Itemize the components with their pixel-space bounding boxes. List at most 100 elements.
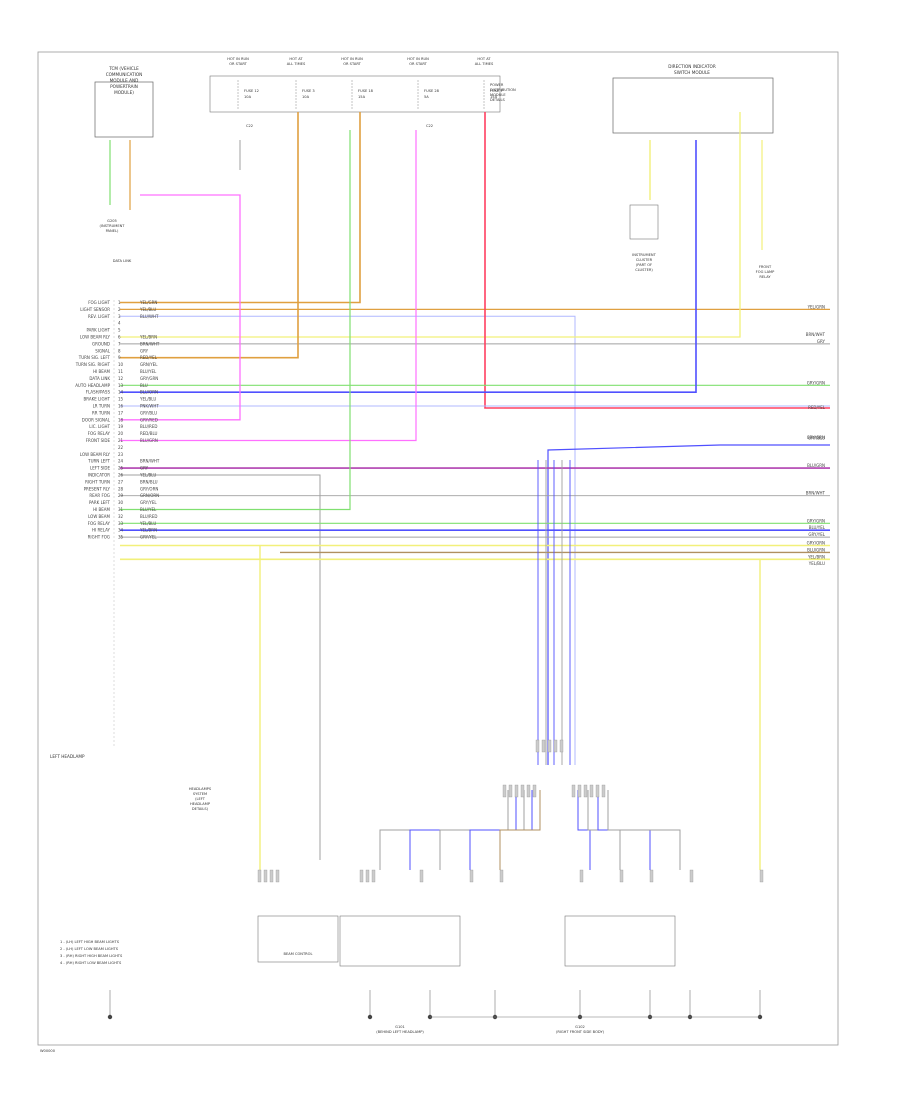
wires xyxy=(107,112,830,1020)
conn-pin-num-16: 17 xyxy=(118,410,124,415)
fuse-amp-0: 10A xyxy=(244,95,252,99)
conn-pin-label-31: LOW BEAM xyxy=(88,514,110,519)
conn-block-beam-3 xyxy=(275,869,280,883)
conn-pin-num-9: 10 xyxy=(118,362,124,367)
wire-orange-turn xyxy=(120,112,299,359)
right-label-11: GRY/YEL xyxy=(808,532,825,537)
conn-block-left-5 xyxy=(532,784,537,798)
conn-block-left-0 xyxy=(502,784,507,798)
fuse-note-4-1: DISTRIBUTION xyxy=(490,88,516,92)
conn-pin-num-2: 3 xyxy=(118,314,121,319)
wire-right-drop-3 xyxy=(607,790,681,870)
conn-pin-label-11: DATA LINK xyxy=(89,376,110,381)
wire-blue-data xyxy=(120,140,697,394)
right-label-14: YEL/BRN xyxy=(807,554,825,559)
conn-pin-label-0: FOG LIGHT xyxy=(88,300,110,305)
svg-text:(LEFT: (LEFT xyxy=(195,797,206,801)
right-label-8: BRN/WHT xyxy=(806,491,826,496)
conn-wire-label-29: GRY/YEL xyxy=(140,500,157,505)
conn-wire-label-31: BLU/RED xyxy=(140,514,157,519)
right-wire-labels: YEL/GRNBRN/WHTGRYRED/YELGRY/GRNGRY/GRNGR… xyxy=(806,304,826,566)
conn-wire-label-34: GRY/YEL xyxy=(140,535,157,540)
conn-wire-label-8: RED/YEL xyxy=(140,355,158,360)
svg-text:CLUSTER: CLUSTER xyxy=(636,258,653,262)
conn-block-right-4 xyxy=(595,784,600,798)
right-label-10: BLU/YEL xyxy=(809,525,826,530)
svg-text:(PART OF: (PART OF xyxy=(636,263,652,267)
conn-pin-num-1: 2 xyxy=(118,307,121,312)
conn-wire-label-28: GRN/ORN xyxy=(140,493,159,498)
conn-pin-label-8: TURN SIG. LEFT xyxy=(78,355,111,360)
conn-pin-label-4: PARK LIGHT xyxy=(86,328,110,333)
conn-wire-label-13: BLU/ORN xyxy=(140,390,158,395)
conn-pin-num-12: 13 xyxy=(118,383,124,388)
fuse-header-b-2: OR START xyxy=(343,62,361,66)
conn-wire-label-33: YEL/BRN xyxy=(139,528,157,533)
conn-pin-label-15: LR TURN xyxy=(93,404,110,409)
right-label-0: YEL/GRN xyxy=(807,304,825,309)
conn-block-left-2 xyxy=(514,784,519,798)
wire-pink xyxy=(120,194,241,421)
svg-text:FOG LAMP: FOG LAMP xyxy=(756,270,775,274)
g101-label: G101 xyxy=(395,1025,405,1029)
conn-pin-num-24: 25 xyxy=(118,466,124,471)
conn-pin-label-17: DOOR SIGNAL xyxy=(82,417,111,422)
conn-pin-label-2: REV. LIGHT xyxy=(88,314,111,319)
conn-wire-label-19: RED/BLU xyxy=(140,431,158,436)
conn-pin-label-19: FOG RELAY xyxy=(88,431,111,436)
conn-wire-label-23: BRN/WHT xyxy=(140,459,160,464)
conn-block-mid-1 xyxy=(541,739,546,753)
conn-pin-num-15: 16 xyxy=(118,404,124,409)
conn-pin-num-28: 29 xyxy=(118,493,124,498)
conn-pin-num-23: 24 xyxy=(118,459,124,464)
right-label-2: GRY xyxy=(817,339,826,344)
fuse-note-4-3: DETAILS xyxy=(490,98,505,102)
conn-wire-label-9: GRN/YEL xyxy=(140,362,158,367)
conn-block-beam-0 xyxy=(257,869,262,883)
conn-pin-label-22: LOW BEAM RLY xyxy=(80,452,111,457)
wire-left-drop-4 xyxy=(499,790,541,870)
fuse-note-4-0: POWER xyxy=(490,83,504,87)
conn-pin-label-33: HI RELAY xyxy=(92,528,111,533)
right-label-12: GRY/ORN xyxy=(807,541,825,546)
data-link-note: DATA LINK xyxy=(113,259,132,263)
conn-pin-4-0 xyxy=(619,869,624,883)
ground-symbol-0 xyxy=(107,1014,113,1020)
tcm-label-4: MODULE) xyxy=(114,90,134,95)
conn-wire-label-26: BRN/BLU xyxy=(140,479,158,484)
fuse-header-b-0: OR START xyxy=(229,62,247,66)
right-label-6: GRY/BLU xyxy=(808,436,825,441)
right-label-5: GRY/GRN xyxy=(807,435,825,440)
conn-pin-num-13: 14 xyxy=(118,390,124,395)
conn-wire-label-10: BLU/YEL xyxy=(140,369,157,374)
conn-pin-label-18: LIC. LIGHT xyxy=(89,424,110,429)
conn-pin-0-0 xyxy=(419,869,424,883)
conn-pin-num-32: 33 xyxy=(118,521,124,526)
conn-pin-3-0 xyxy=(579,869,584,883)
conn-block-hl-1 xyxy=(365,869,370,883)
wire-pink-2 xyxy=(120,130,417,442)
conn-pin-num-0: 1 xyxy=(118,300,121,305)
conn-wire-label-5: YEL/BRN xyxy=(139,335,157,340)
conn-pin-num-25: 26 xyxy=(118,473,124,478)
wire-yellow-brown xyxy=(120,112,741,338)
conn-pin-label-14: BRAKE LIGHT xyxy=(84,397,111,402)
conn-pin-num-6: 7 xyxy=(118,341,121,346)
wire-blue-right xyxy=(547,444,830,765)
conn-block-beam-2 xyxy=(269,869,274,883)
conn-pin-label-34: RIGHT FOG xyxy=(88,535,110,540)
conn-block-left-1 xyxy=(508,784,513,798)
svg-text:PANEL): PANEL) xyxy=(106,229,119,233)
svg-text:RELAY: RELAY xyxy=(759,275,771,279)
wire-red-main xyxy=(484,112,830,409)
conn-block-right-1 xyxy=(577,784,582,798)
fuse-header-b-1: ALL TIMES xyxy=(287,62,306,66)
conn-block-right-3 xyxy=(589,784,594,798)
legend-item-1: 1 - (LH) LEFT HIGH BEAM LIGHTS xyxy=(60,940,120,944)
page-code: W00000 xyxy=(40,1049,56,1053)
conn-pin-num-19: 20 xyxy=(118,431,124,436)
svg-text:DETAILS): DETAILS) xyxy=(192,807,209,811)
svg-text:SYSTEM: SYSTEM xyxy=(193,792,207,796)
conn-block-mid-2 xyxy=(547,739,552,753)
legend-item-3: 3 - (RH) RIGHT HIGH BEAM LIGHTS xyxy=(60,954,123,958)
